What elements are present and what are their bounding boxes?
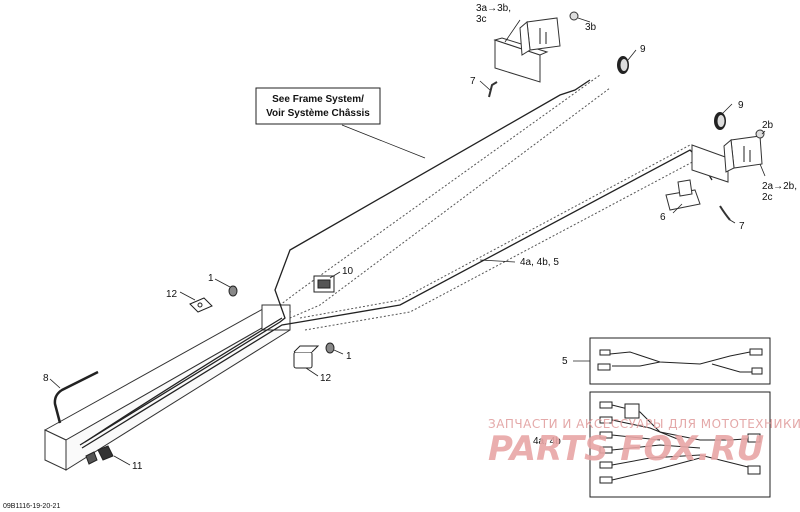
inset-5 [589, 337, 771, 385]
clip-12-bottom [293, 345, 320, 369]
license-bracket-6 [665, 179, 701, 211]
label-3a-3b: 3a→3b, [476, 3, 511, 14]
label-12-bottom: 12 [320, 373, 332, 384]
label-3b: 3b [585, 22, 597, 33]
wire-7-top [488, 81, 498, 98]
label-2b: 2b [762, 120, 774, 131]
label-4a-4b-5: 4a, 4b, 5 [520, 257, 559, 268]
grommet-1-top [228, 285, 238, 297]
label-3c: 3c [476, 14, 487, 25]
inset-4ab [589, 391, 771, 498]
connector-10 [313, 275, 335, 293]
wire-7-right [719, 205, 731, 221]
plug-11 [85, 445, 114, 465]
diagram-code: 09B1116-19-20-21 [3, 503, 60, 510]
watermark: ЗАПЧАСТИ И АКСЕССУАРЫ ДЛЯ МОТОТЕХНИКИ PA… [488, 417, 800, 469]
label-11: 11 [132, 461, 143, 472]
label-12-top: 12 [166, 289, 178, 300]
label-7-top: 7 [470, 76, 476, 87]
label-2c: 2c [762, 192, 773, 203]
callout-line2: Voir Système Châssis [266, 108, 370, 119]
watermark-line1: ЗАПЧАСТИ И АКСЕССУАРЫ ДЛЯ МОТОТЕХНИКИ [488, 417, 800, 431]
right-tail-light [723, 135, 763, 173]
bulb-3b [569, 11, 579, 21]
callout-line1: See Frame System/ [272, 94, 364, 105]
frame-system-callout: See Frame System/ Voir Système Châssis [255, 87, 381, 125]
label-5-inset: 5 [562, 356, 568, 367]
leader-lines [49, 17, 766, 466]
label-4a-4b-inset: 4a, 4b [533, 436, 561, 447]
label-9-top: 9 [640, 44, 646, 55]
label-9-mid: 9 [738, 100, 744, 111]
label-1-bottom: 1 [346, 351, 352, 362]
label-8: 8 [43, 373, 49, 384]
tongue-beam [43, 304, 292, 471]
clip-12-top [189, 297, 213, 313]
watermark-line2: PARTS FOX.RU [488, 429, 764, 469]
reflector-9-mid [714, 112, 726, 130]
frame-outline [44, 74, 701, 441]
right-bracket [691, 144, 729, 183]
label-6: 6 [660, 212, 666, 223]
bulb-2b [755, 129, 765, 139]
reflector-9-top [617, 56, 629, 74]
label-2a-2b: 2a→2b, [762, 181, 797, 192]
grommet-1-bottom [325, 342, 335, 354]
part-labels: 3a→3b, 3c 3b 9 7 9 2b 2a→2b, 2c 6 7 4a, … [43, 3, 797, 472]
hook-8 [53, 370, 99, 424]
label-1-top: 1 [208, 273, 214, 284]
label-10: 10 [342, 266, 354, 277]
label-7-right: 7 [739, 221, 745, 232]
left-tail-light [519, 17, 561, 56]
